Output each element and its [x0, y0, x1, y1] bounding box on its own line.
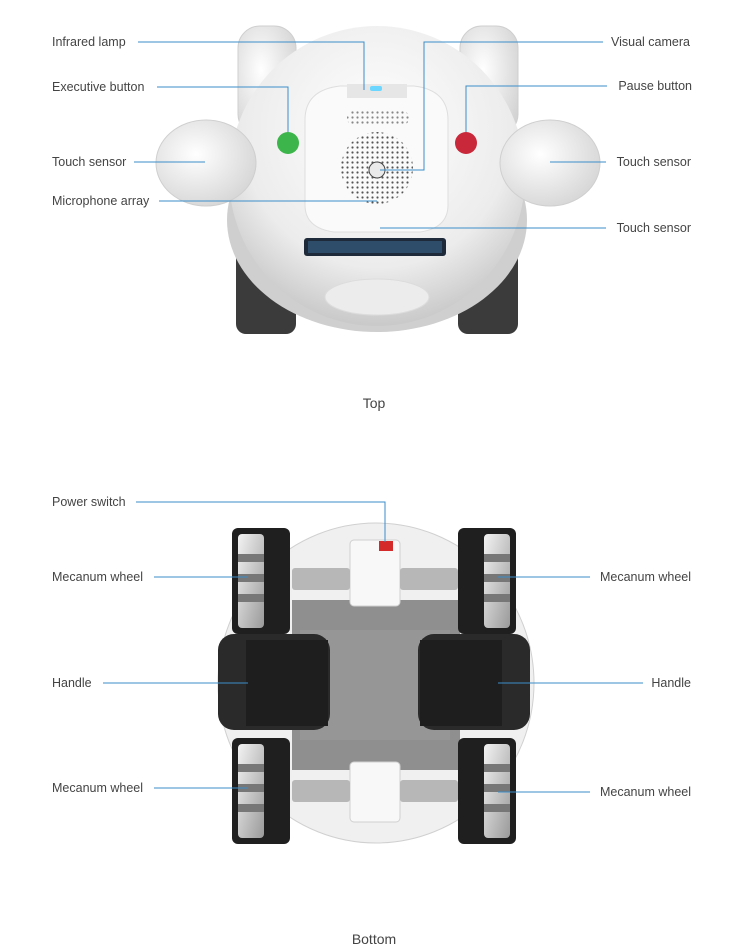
top-speaker-holes — [347, 110, 409, 126]
label-power-switch: Power switch — [52, 495, 126, 509]
label-handle-right: Handle — [651, 676, 691, 690]
robot-top-view — [155, 25, 601, 334]
pause-button — [455, 132, 477, 154]
mecanum-wheel-bottom-left-shape — [232, 738, 290, 844]
line-infrared-lamp — [138, 41, 365, 90]
label-microphone-array: Microphone array — [52, 194, 150, 208]
caption-top: Top — [362, 395, 386, 411]
executive-button — [277, 132, 299, 154]
top-callout-lines — [134, 41, 607, 229]
label-touch-sensor-right: Touch sensor — [616, 155, 691, 169]
label-mecanum-wheel-bottom-right: Mecanum wheel — [599, 785, 691, 799]
bottom-rear-box — [349, 761, 401, 823]
line-executive-button — [157, 86, 289, 132]
power-switch — [379, 541, 393, 551]
label-infrared-lamp: Infrared lamp — [52, 35, 126, 49]
label-mecanum-wheel-top-right: Mecanum wheel — [599, 570, 691, 584]
mecanum-wheel-bottom-right-shape — [458, 738, 516, 844]
label-executive-button: Executive button — [52, 80, 145, 94]
line-power-switch — [136, 501, 386, 542]
mecanum-wheel-top-right-shape — [458, 528, 516, 634]
label-mecanum-wheel-top-left: Mecanum wheel — [52, 570, 144, 584]
label-touch-sensor-bottom: Touch sensor — [616, 221, 691, 235]
label-visual-camera: Visual camera — [611, 35, 690, 49]
bottom-callout-lines — [103, 501, 643, 793]
line-visual-camera — [380, 41, 603, 171]
caption-bottom: Bottom — [351, 931, 397, 947]
label-mecanum-wheel-bottom-left: Mecanum wheel — [52, 781, 144, 795]
mecanum-wheel-top-left-shape — [232, 528, 290, 634]
label-pause-button: Pause button — [618, 79, 692, 93]
label-handle-left: Handle — [52, 676, 92, 690]
speaker-grille — [324, 278, 430, 316]
label-touch-sensor-left: Touch sensor — [52, 155, 127, 169]
touch-sensor-arm-left — [155, 119, 257, 207]
robot-bottom-view — [217, 522, 535, 844]
touch-sensor-arm-right — [499, 119, 601, 207]
line-pause-button — [465, 85, 607, 132]
